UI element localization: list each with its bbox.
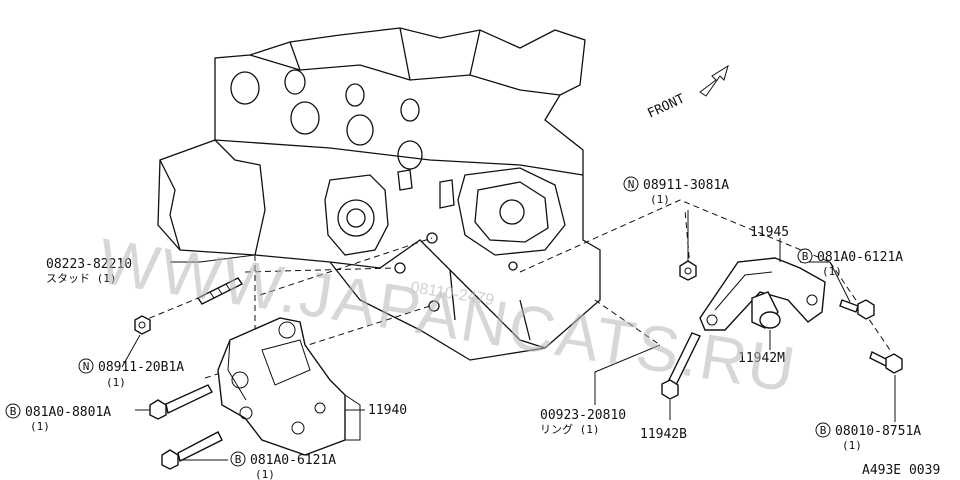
watermark: WWW.JAPANCATS.RU 08110-2479 — [94, 225, 802, 406]
bolt-part-right — [839, 299, 875, 320]
nut-part-right — [679, 260, 697, 281]
marker-p5: B — [235, 453, 242, 466]
part-labels: 08223-82210 スタッド (1) N 08911-20B1A (1) B… — [5, 176, 921, 480]
label-note-p2: (1) — [106, 376, 126, 389]
label-code-p12: 08010-8751A — [835, 424, 921, 439]
circle-marker-p5 — [230, 451, 246, 467]
marker-p3: B — [10, 405, 17, 418]
stud-part — [196, 277, 244, 305]
nut-part-left — [134, 315, 151, 335]
front-indicator: FRONT — [645, 64, 729, 122]
label-note-p6: (1) — [650, 193, 670, 206]
circle-marker-p12 — [815, 422, 831, 438]
label-note-p12: (1) — [842, 439, 862, 452]
insulator-11942M — [751, 291, 781, 329]
label-code-p10: 00923-20810 — [540, 408, 626, 423]
engine-block — [157, 27, 601, 361]
circle-marker-p8 — [797, 248, 813, 264]
label-code-p4: 11940 — [368, 403, 407, 418]
bolt-part-upper — [149, 384, 213, 420]
label-code-p2: 08911-20B1A — [98, 360, 184, 375]
label-code-p6: 08911-3081A — [643, 178, 729, 193]
bolt-part-bottom-right — [869, 351, 903, 374]
bolt-part-lower — [161, 431, 223, 470]
watermark-text: WWW.JAPANCATS.RU — [94, 225, 802, 406]
label-code-p5: 081A0-6121A — [250, 453, 336, 468]
label-code-p1: 08223-82210 — [46, 257, 132, 272]
label-note-p8: (1) — [822, 265, 842, 278]
footer-code: A493E 0039 — [862, 463, 940, 478]
bracket-11945 — [699, 257, 826, 331]
label-code-p7: 11945 — [750, 225, 789, 240]
label-note-p10: リング (1) — [540, 422, 600, 436]
bolt-11942B — [661, 332, 701, 400]
marker-p12: B — [820, 424, 827, 437]
label-code-p11: 11942B — [640, 427, 687, 442]
bracket-11940 — [217, 317, 361, 456]
label-note-p3: (1) — [30, 420, 50, 433]
label-note-p1: スタッド (1) — [46, 272, 117, 285]
front-label: FRONT — [645, 91, 687, 121]
label-note-p5: (1) — [255, 468, 275, 480]
label-code-p3: 081A0-8801A — [25, 405, 111, 420]
circle-marker-p3 — [5, 403, 21, 419]
marker-p2: N — [83, 360, 90, 373]
leader-lines — [121, 210, 896, 461]
label-code-p8: 081A0-6121A — [817, 250, 903, 265]
marker-p8: B — [802, 250, 809, 263]
label-code-p9: 11942M — [738, 351, 785, 366]
circle-marker-p2 — [78, 358, 94, 374]
marker-p6: N — [628, 178, 635, 191]
circle-marker-p6 — [623, 176, 639, 192]
